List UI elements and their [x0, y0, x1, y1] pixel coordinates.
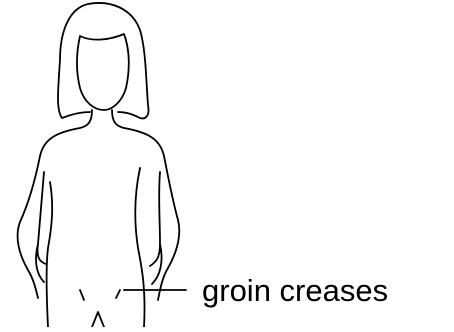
groin-crease-left — [80, 290, 84, 300]
right-waist-outline — [135, 168, 144, 327]
face-outline — [77, 34, 129, 110]
left-arm-inner — [36, 172, 46, 282]
torso-left-outline — [18, 110, 92, 298]
groin-crease-right — [116, 290, 120, 298]
hair-outline — [58, 3, 149, 118]
inner-leg-outline — [92, 312, 104, 327]
groin-creases-label: groin creases — [202, 273, 388, 308]
left-waist-outline — [47, 182, 53, 327]
right-arm-inner — [150, 172, 162, 284]
torso-right-outline — [112, 110, 179, 300]
